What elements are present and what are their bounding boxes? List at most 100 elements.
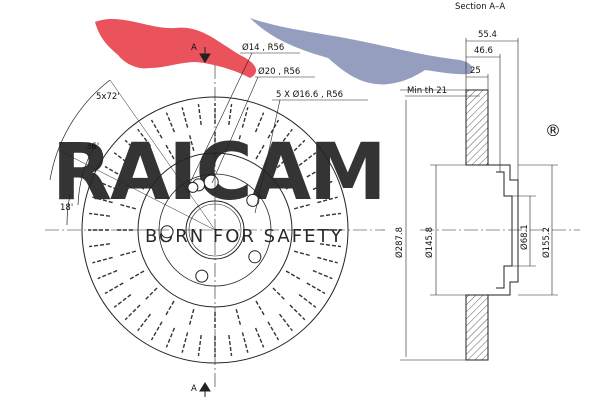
label-dim-46: 46.6 bbox=[474, 46, 493, 56]
vent-slot bbox=[164, 300, 175, 317]
section-arrow-bottom-head bbox=[199, 382, 211, 392]
vent-slot bbox=[298, 152, 317, 167]
vent-slot bbox=[181, 107, 189, 128]
angle-arc-18 bbox=[66, 194, 71, 226]
vent-slot bbox=[197, 103, 202, 125]
vent-slot bbox=[92, 196, 113, 204]
vent-slot bbox=[278, 313, 293, 332]
bolt-hole bbox=[195, 269, 209, 283]
leader-d14 bbox=[189, 52, 253, 184]
label-bolt-holes: 5 X Ø16.6 , R56 bbox=[276, 89, 343, 100]
section-marker-top: A bbox=[191, 43, 197, 53]
vent-slot bbox=[306, 165, 326, 178]
label-dia-hat: Ø145.8 bbox=[424, 227, 435, 258]
vent-slot bbox=[97, 180, 118, 191]
vent-slot bbox=[150, 119, 163, 139]
vent-slot bbox=[312, 269, 333, 280]
angle-leader-1 bbox=[109, 79, 216, 231]
label-hole-d20: Ø20 , R56 bbox=[258, 66, 300, 77]
leader-bolt bbox=[254, 99, 281, 214]
label-pcd-angle: 5x72' bbox=[96, 92, 120, 102]
vent-slot bbox=[88, 212, 110, 217]
vent-slot bbox=[165, 327, 176, 348]
vent-slot bbox=[241, 332, 249, 353]
vent-slot bbox=[228, 335, 233, 357]
vent-slot bbox=[188, 133, 195, 151]
vent-slot bbox=[165, 112, 176, 133]
vent-slot bbox=[124, 139, 141, 156]
section-arrow-top-head bbox=[199, 53, 211, 63]
vent-slot bbox=[254, 112, 265, 133]
vent-slot bbox=[306, 282, 326, 295]
hat-profile bbox=[488, 164, 519, 296]
bolt-hole bbox=[160, 225, 174, 239]
locating-hole bbox=[203, 174, 219, 190]
vent-slot bbox=[235, 133, 242, 151]
vent-slot bbox=[164, 143, 175, 160]
locating-hole bbox=[187, 181, 199, 193]
vent-slot bbox=[267, 321, 280, 341]
disc-front-view bbox=[45, 47, 385, 397]
vent-slot bbox=[113, 293, 132, 308]
jaguar-blue-silhouette bbox=[250, 18, 473, 85]
label-hole-d14: Ø14 , R56 bbox=[242, 42, 284, 53]
vent-slot bbox=[254, 327, 265, 348]
angle-arc-72 bbox=[49, 79, 111, 181]
vent-slot bbox=[118, 250, 136, 257]
vent-slot bbox=[97, 269, 118, 280]
vent-slot bbox=[278, 128, 293, 147]
vent-slot bbox=[137, 128, 152, 147]
vent-slot bbox=[317, 256, 338, 264]
registered-mark: ® bbox=[545, 121, 561, 140]
vent-slot bbox=[88, 243, 110, 248]
vent-slot bbox=[92, 256, 113, 264]
friction-ring-upper bbox=[465, 89, 489, 166]
vent-slot bbox=[143, 287, 158, 302]
label-dia-outer: Ø287.8 bbox=[394, 227, 405, 258]
label-min-th: Min th 21 bbox=[407, 86, 447, 96]
vent-slot bbox=[312, 180, 333, 191]
vent-slot bbox=[294, 203, 312, 210]
vent-slot bbox=[289, 304, 306, 321]
angle-arc-36 bbox=[77, 144, 96, 206]
vent-slot bbox=[289, 139, 306, 156]
vent-slot bbox=[113, 152, 132, 167]
ventilation-slots bbox=[88, 103, 342, 357]
vent-slot bbox=[128, 179, 145, 190]
vent-slot bbox=[188, 309, 195, 327]
hub-flange bbox=[466, 164, 488, 296]
vent-slot bbox=[104, 165, 124, 178]
vent-slot bbox=[285, 179, 302, 190]
label-dia-hub: Ø155.2 bbox=[541, 227, 552, 258]
vent-slot bbox=[320, 243, 342, 248]
leader-d20 bbox=[211, 76, 259, 184]
vent-slot bbox=[118, 203, 136, 210]
vent-slot bbox=[143, 158, 158, 173]
vent-slot bbox=[235, 309, 242, 327]
label-dim-55: 55.4 bbox=[478, 30, 497, 40]
angle-leader-2 bbox=[57, 149, 216, 231]
vent-slot bbox=[128, 270, 145, 281]
vent-slot bbox=[197, 335, 202, 357]
hat-inner bbox=[496, 171, 513, 289]
label-dim-25: 25 bbox=[470, 66, 481, 76]
section-marker-bottom: A bbox=[191, 384, 197, 394]
vent-slot bbox=[181, 332, 189, 353]
vent-slot bbox=[150, 321, 163, 341]
vent-slot bbox=[255, 143, 266, 160]
bolt-hole bbox=[248, 250, 262, 264]
vent-slot bbox=[298, 293, 317, 308]
vent-slot bbox=[124, 304, 141, 321]
vent-slot bbox=[294, 250, 312, 257]
logo-watermark: RAICAM ® BORN FOR SAFETY bbox=[52, 18, 561, 247]
vent-slot bbox=[228, 103, 233, 125]
bolt-holes bbox=[160, 174, 262, 283]
label-dia-bore: Ø68.1 bbox=[519, 224, 530, 250]
vent-slot bbox=[285, 270, 302, 281]
jaguar-red-silhouette bbox=[95, 18, 257, 78]
vent-slot bbox=[272, 158, 287, 173]
vent-slot bbox=[104, 282, 124, 295]
section-title: Section A–A bbox=[455, 2, 505, 12]
vent-slot bbox=[267, 119, 280, 139]
